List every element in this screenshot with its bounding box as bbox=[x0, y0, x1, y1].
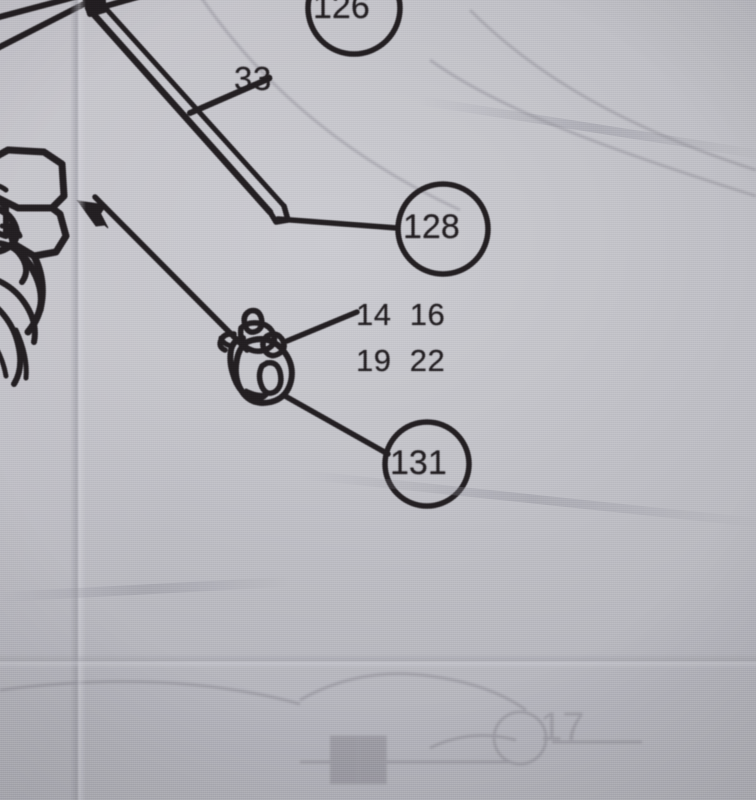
leader-hardware bbox=[287, 312, 357, 341]
leader-33 bbox=[190, 74, 273, 113]
balloon-131-circle bbox=[385, 422, 469, 506]
paper-crease-horizontal bbox=[0, 654, 756, 668]
paper-crease-vertical bbox=[70, 0, 86, 800]
cutoff-line-upper-left bbox=[0, 0, 86, 32]
part-label-33: 33 bbox=[234, 60, 272, 98]
hardware-callout-row-2: 19 22 bbox=[356, 343, 445, 379]
balloon-128-circle bbox=[398, 184, 488, 274]
leader-128 bbox=[278, 219, 397, 228]
svg-text:17: 17 bbox=[540, 705, 585, 749]
assembly-detail-left bbox=[0, 150, 66, 384]
hardware-callout-row-1: 14 16 bbox=[356, 297, 445, 333]
cutoff-line-top-right-of-rod bbox=[106, 0, 162, 6]
leader-131 bbox=[285, 396, 388, 454]
cutoff-line-left-diagonal bbox=[0, 4, 84, 52]
svg-text:██: ██ bbox=[330, 735, 387, 785]
balloon-126-circle bbox=[308, 0, 400, 54]
long-rod-part-33 bbox=[84, 0, 288, 222]
balloon-128-number: 128 bbox=[403, 208, 460, 247]
balloon-131-number: 131 bbox=[390, 444, 447, 483]
balloon-126-number: 126 bbox=[313, 0, 370, 27]
